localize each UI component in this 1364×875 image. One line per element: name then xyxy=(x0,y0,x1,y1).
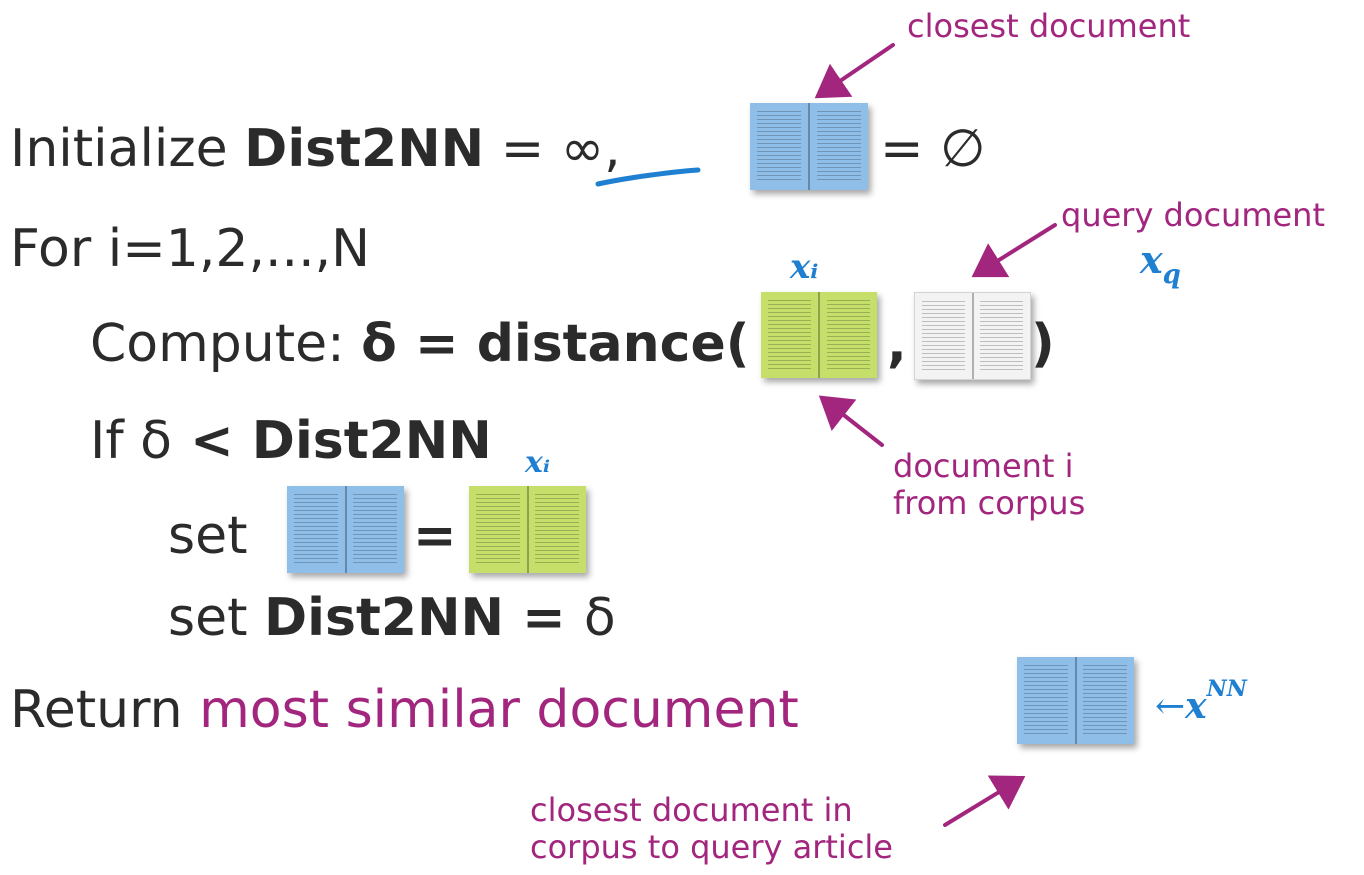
return-highlight: most similar document xyxy=(199,680,799,740)
x-q-label: xq xyxy=(1140,237,1181,290)
x-i-label-mid: xᵢ xyxy=(525,445,551,480)
closest-document-arrow xyxy=(814,43,895,99)
delta-symbol: δ xyxy=(361,314,397,374)
document-i-line2: from corpus xyxy=(893,483,1086,522)
equals-sign: = xyxy=(413,506,457,566)
corpus-document-book-icon xyxy=(761,292,877,378)
x-q-base: x xyxy=(1140,237,1163,282)
set-dist-line: set Dist2NN = δ xyxy=(168,592,616,644)
closest-in-corpus-line2: corpus to query article xyxy=(530,827,893,866)
return-line: Return most similar document xyxy=(10,684,799,736)
less-than-sign: < xyxy=(172,411,252,471)
document-i-arrow xyxy=(818,395,884,447)
closest-document-annotation: closest document xyxy=(907,7,1191,45)
equals-sign: = xyxy=(880,119,941,179)
query-document-book-icon xyxy=(914,292,1031,380)
query-document-arrow xyxy=(971,223,1057,278)
empty-set-assign: = ∅ xyxy=(880,123,985,175)
compute-line: Compute: δ = distance( xyxy=(90,318,750,370)
closest-in-corpus-arrow xyxy=(943,775,1026,827)
x-i-label-top: xᵢ xyxy=(790,247,819,287)
dist2nn-var: Dist2NN xyxy=(251,411,492,471)
x-nn-base: x xyxy=(1185,685,1207,727)
if-line: If δ < Dist2NN xyxy=(90,415,492,467)
infinity-underline-stroke xyxy=(595,167,701,187)
equals-sign: = xyxy=(396,314,477,374)
closest-document-book-icon xyxy=(750,103,868,190)
x-nn-superscript: NN xyxy=(1206,676,1247,702)
x-nn-arrow: ← xyxy=(1155,686,1186,727)
return-keyword: Return xyxy=(10,680,200,740)
closing-paren: ) xyxy=(1031,314,1055,374)
dist2nn-var: Dist2NN xyxy=(264,588,505,648)
set-keyword: set xyxy=(168,506,248,566)
document-i-line1: document i xyxy=(893,447,1074,485)
set-corpus-book-icon xyxy=(469,486,586,573)
closest-in-corpus-line1: closest document in xyxy=(530,791,853,829)
argument-comma: , xyxy=(887,314,907,374)
equals-sign: = xyxy=(484,119,561,179)
x-nn-label: ←xNN xyxy=(1155,676,1247,727)
compute-label: Compute: xyxy=(90,314,362,374)
result-document-book-icon xyxy=(1017,657,1134,744)
init-keyword: Initialize xyxy=(10,119,245,179)
infinity-symbol: ∞ xyxy=(560,119,605,179)
closest-in-corpus-annotation: closest document in corpus to query arti… xyxy=(530,792,893,866)
empty-set-symbol: ∅ xyxy=(940,119,986,179)
query-document-annotation: query document xyxy=(1061,196,1325,234)
for-loop-line: For i=1,2,...,N xyxy=(10,219,371,279)
set-keyword: set xyxy=(168,588,265,648)
equals-sign: = xyxy=(504,588,584,648)
delta-symbol: δ xyxy=(140,411,172,471)
if-keyword: If xyxy=(90,411,141,471)
x-q-subscript: q xyxy=(1162,260,1181,290)
init-line: Initialize Dist2NN = ∞, xyxy=(10,123,621,175)
dist2nn-var: Dist2NN xyxy=(244,119,485,179)
set-closest-book-icon xyxy=(287,486,404,573)
delta-symbol: δ xyxy=(583,588,616,648)
comma: , xyxy=(604,119,621,179)
distance-function: distance( xyxy=(476,314,750,374)
document-i-annotation: document i from corpus xyxy=(893,448,1085,522)
